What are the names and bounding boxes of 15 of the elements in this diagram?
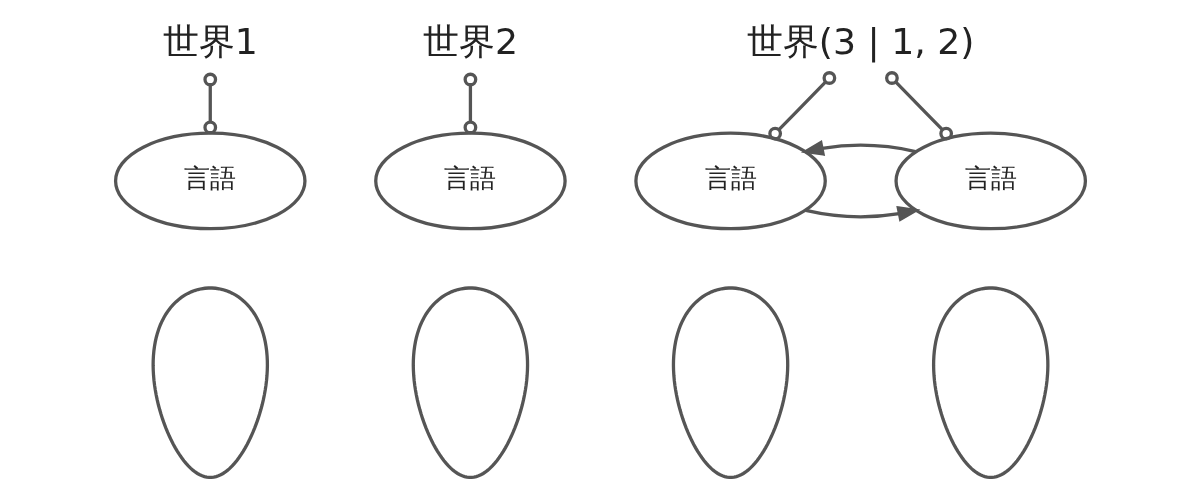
node-person [151,286,269,479]
node-person [411,286,529,479]
node-text: 世界2 [422,19,518,63]
node-person [671,286,789,479]
node-ellipse: 言語 [113,131,307,231]
connector [767,71,836,141]
node-ellipse: 言語 [373,131,567,231]
node-text: 世界1 [162,19,258,63]
connector [463,72,477,135]
connector [884,71,953,141]
arrow [800,140,916,156]
connector [202,72,217,135]
arrow [804,205,920,222]
node-person [931,286,1049,479]
node-text: 世界(3 | 1, 2) [746,19,974,63]
